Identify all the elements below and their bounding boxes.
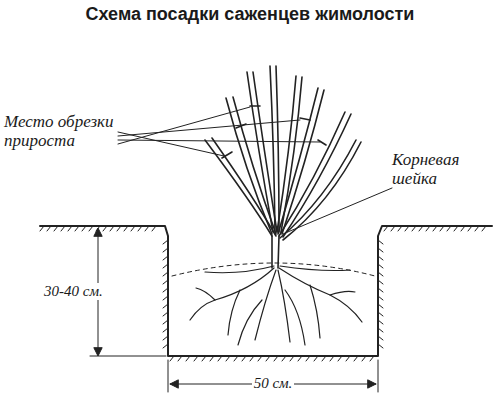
pit-outline [40, 226, 492, 356]
annotation-label: Корневая шейка [392, 150, 492, 188]
annotation-label: Место обрезки прироста [4, 112, 116, 150]
diagram-title: Схема посадки саженцев жимолости [86, 4, 415, 25]
dimension-lines [90, 228, 378, 392]
seedling-roots [190, 266, 362, 345]
dimension-label: 30-40 см. [42, 283, 105, 300]
seedling-shoots [205, 66, 361, 268]
soil-level [172, 263, 375, 276]
dimension-label: 50 см. [252, 375, 295, 392]
soil-hatching [40, 226, 486, 361]
leader-lines [118, 107, 392, 234]
